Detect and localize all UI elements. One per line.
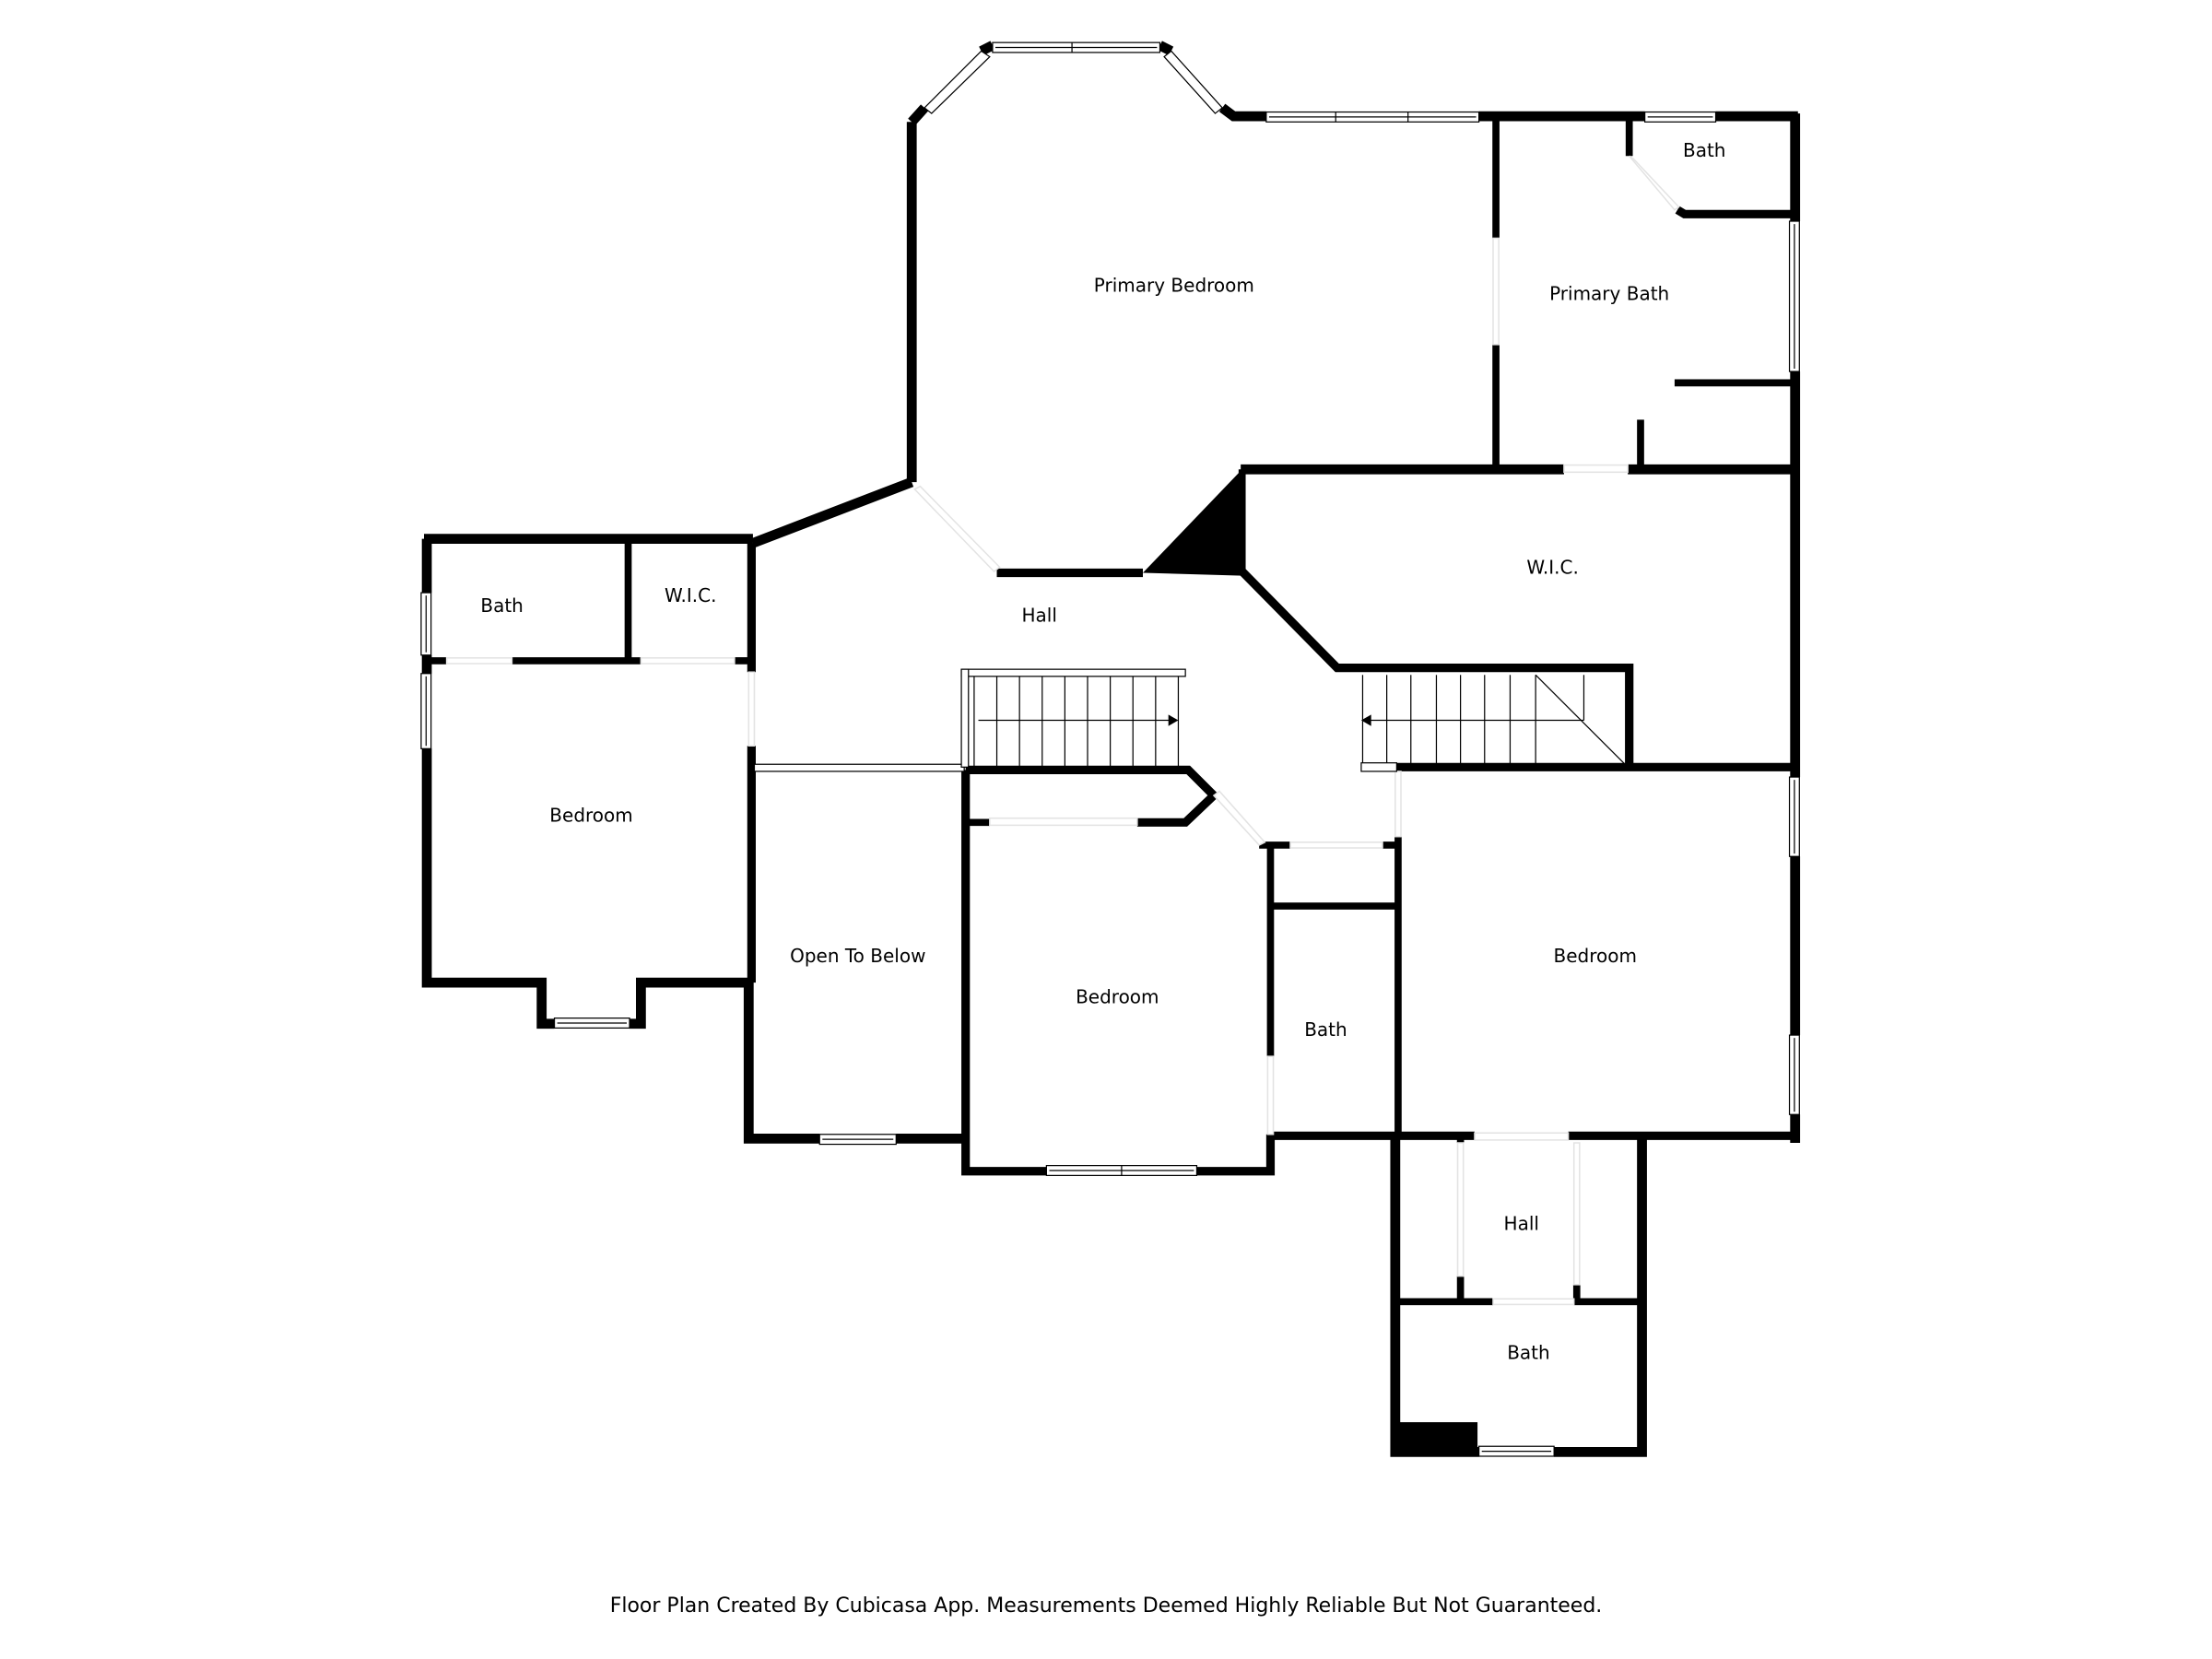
room-label-wic-west: W.I.C. (665, 584, 716, 606)
door-opening (445, 657, 513, 665)
arrow-right-icon (1168, 714, 1179, 726)
door-opening (1629, 155, 1680, 211)
room-label-hall-south: Hall (1504, 1213, 1539, 1235)
staircase-west (960, 668, 1186, 768)
wall-fill-block (1394, 1422, 1478, 1453)
door-opening (640, 657, 735, 665)
door-opening (1266, 1055, 1275, 1135)
windows (420, 41, 1800, 1457)
room-labels: Primary Bedroom Primary Bath Bath W.I.C.… (480, 139, 1725, 1364)
door-opening (913, 485, 1001, 573)
staircase-east (1360, 674, 1626, 772)
room-label-bedroom-center: Bedroom (1076, 986, 1159, 1008)
door-opening (747, 671, 756, 747)
room-label-bedroom-east: Bedroom (1554, 945, 1637, 967)
door-opening (1394, 771, 1402, 838)
room-label-primary-bedroom: Primary Bedroom (1094, 274, 1254, 296)
door-opening (1212, 790, 1266, 846)
room-label-bath-west: Bath (480, 594, 524, 617)
room-label-bedroom-west: Bedroom (549, 805, 632, 827)
railing (753, 763, 965, 772)
doors (445, 155, 1680, 1306)
room-label-bath-center: Bath (1304, 1018, 1347, 1041)
door-opening (989, 817, 1138, 827)
door-opening (1474, 1132, 1570, 1141)
door-opening (1572, 1142, 1581, 1286)
wall-fill-block (1143, 469, 1242, 576)
room-label-bath-south: Bath (1507, 1342, 1550, 1364)
door-opening (1492, 237, 1500, 346)
walls (421, 41, 1801, 1457)
room-label-wic-primary: W.I.C. (1526, 556, 1578, 578)
door-opening (1289, 841, 1383, 849)
arrow-left-icon (1360, 714, 1371, 726)
door-opening (1492, 1298, 1575, 1306)
room-label-open-to-below: Open To Below (790, 945, 925, 967)
room-label-hall-main: Hall (1021, 605, 1056, 627)
door-opening (1456, 1142, 1465, 1277)
footer-disclaimer: Floor Plan Created By Cubicasa App. Meas… (609, 1594, 1603, 1618)
room-label-primary-bath: Primary Bath (1549, 283, 1669, 305)
window (924, 50, 991, 114)
window (1163, 50, 1224, 114)
room-label-primary-toilet: Bath (1683, 139, 1726, 161)
door-opening (1563, 464, 1629, 474)
